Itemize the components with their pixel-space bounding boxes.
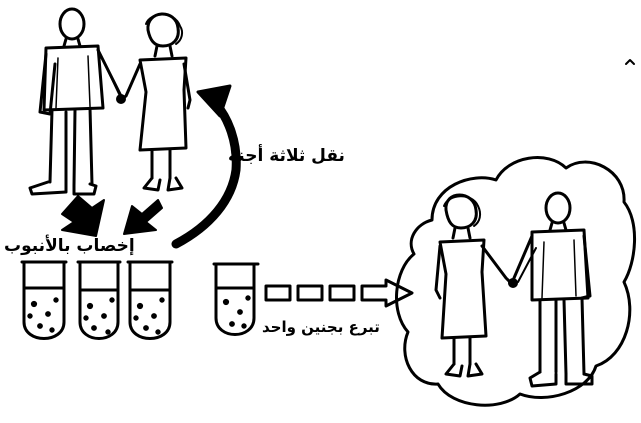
test-tube-icon: [214, 264, 258, 335]
clasped-hands: [116, 94, 126, 104]
test-tube-icon: [78, 262, 120, 339]
test-tubes-group: [22, 262, 258, 339]
donate-one-embryo-label: تبرع بجنين واحد: [262, 318, 380, 336]
clasped-hands: [508, 278, 518, 288]
test-tube-icon: [22, 262, 66, 339]
fertilization-arrows: [62, 196, 162, 236]
couple-right-icon: [436, 193, 592, 386]
down-arrow-icon: [124, 200, 162, 234]
woman-figure-left: [120, 14, 190, 190]
transfer-embryos-label: نقل ثلاثة أجنة: [228, 146, 345, 166]
corner-mark: [626, 60, 634, 64]
test-tube-icon: [128, 262, 172, 339]
man-figure-right: [514, 193, 592, 386]
dashed-arrow-icon: [266, 280, 412, 306]
test-tube-fertilization-label: إخصاب بالأنبوب: [4, 236, 135, 256]
couple-left-icon: [30, 9, 190, 194]
down-arrow-icon: [62, 196, 104, 236]
man-figure-left: [30, 9, 122, 194]
woman-figure-right: [436, 195, 512, 376]
